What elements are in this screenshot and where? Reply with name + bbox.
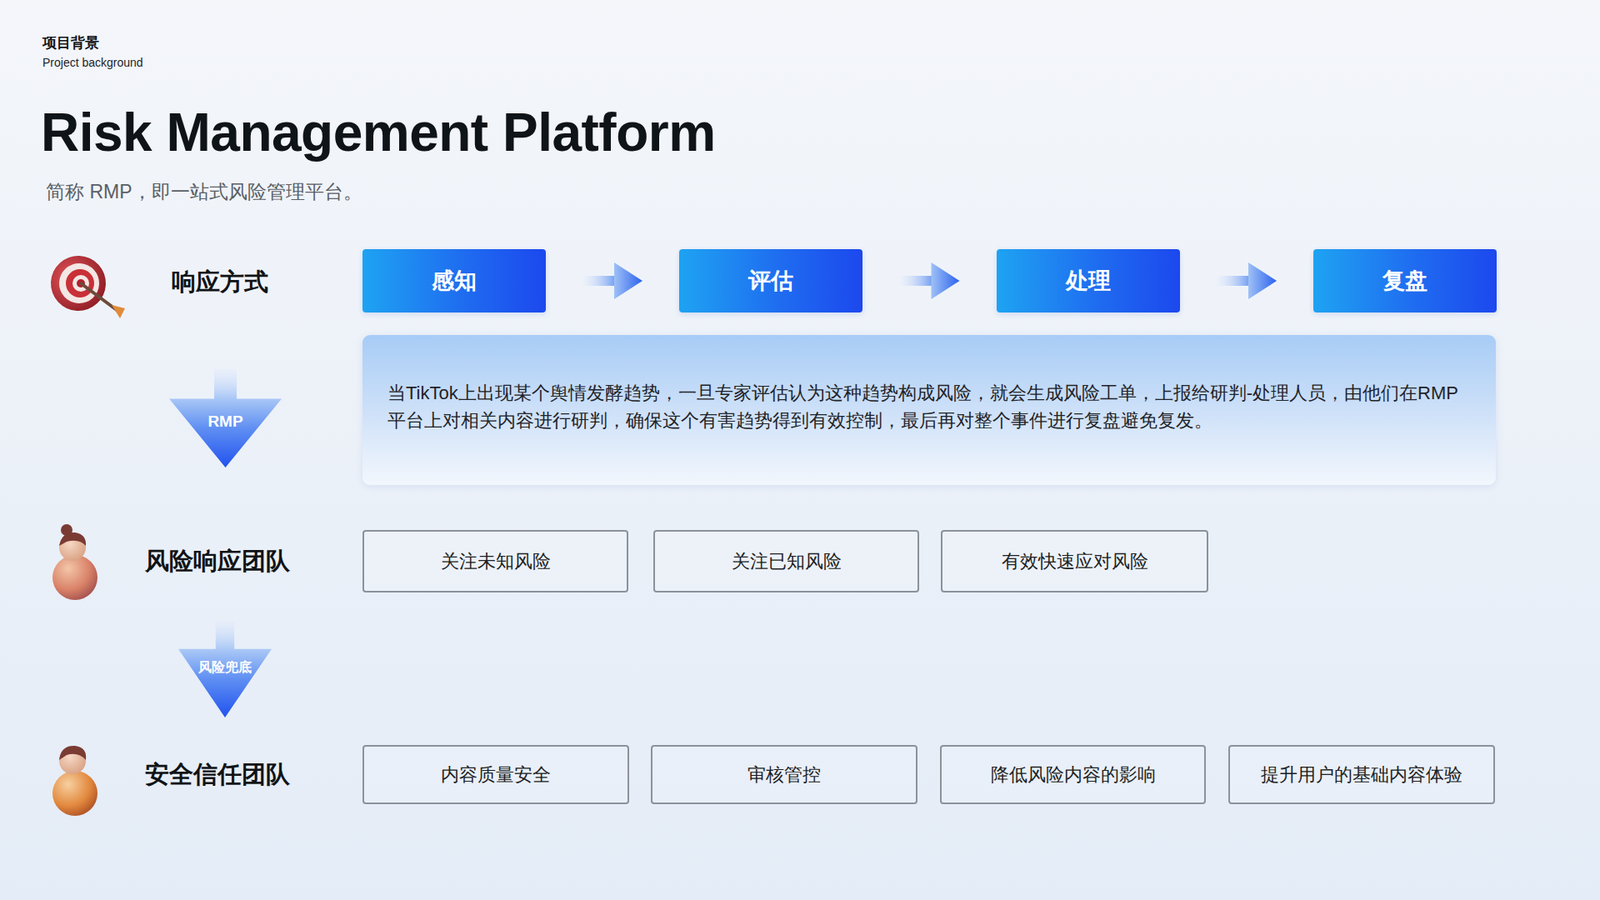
task-box: 有效快速应对风险 (940, 530, 1209, 593)
row-heading: 响应方式 (171, 266, 269, 297)
down-arrow-shape: 风险兜底 (178, 620, 272, 718)
row-heading: 安全信任团队 (145, 759, 290, 790)
person-icon (52, 745, 98, 816)
row-heading: 风险响应团队 (145, 545, 290, 576)
person-icon (52, 524, 98, 600)
arrow-head (1248, 262, 1277, 300)
box-label: 感知 (431, 265, 477, 296)
task-box: 降低风险内容的影响 (940, 745, 1206, 805)
flow-arrow (1216, 262, 1277, 300)
arrow-shaft (900, 275, 934, 286)
task-box: 提升用户的基础内容体验 (1228, 745, 1495, 805)
box-label: 审核管控 (747, 762, 821, 788)
box-label: 降低风险内容的影响 (990, 762, 1156, 788)
arrow-label: 风险兜底 (198, 659, 252, 718)
box-label: 关注未知风险 (440, 549, 551, 575)
box-label: 提升用户的基础内容体验 (1260, 762, 1463, 788)
step-box: 评估 (679, 249, 863, 313)
arrow-label: RMP (207, 412, 243, 468)
task-box: 关注未知风险 (362, 530, 629, 593)
target-icon (43, 248, 125, 320)
down-arrow-fill (169, 369, 282, 468)
down-arrow-fill (178, 620, 272, 718)
page-title: Risk Management Platform (40, 103, 716, 162)
step-box: 处理 (996, 249, 1180, 313)
box-label: 复盘 (1382, 265, 1428, 296)
box-label: 处理 (1065, 265, 1111, 296)
arrow-head (614, 262, 643, 300)
section-tag: 项目背景 (42, 34, 100, 53)
task-box: 内容质量安全 (362, 745, 630, 805)
arrow-shaft (582, 275, 616, 286)
arrow-head (931, 262, 960, 300)
task-box: 关注已知风险 (653, 530, 920, 593)
box-label: 评估 (748, 265, 794, 296)
description-text: 当TikTok上出现某个舆情发酵趋势，一旦专家评估认为这种趋势构成风险，就会生成… (387, 379, 1471, 435)
down-arrow-shape: RMP (169, 369, 282, 468)
description-panel: 当TikTok上出现某个舆情发酵趋势，一旦专家评估认为这种趋势构成风险，就会生成… (362, 335, 1496, 485)
box-label: 有效快速应对风险 (1001, 549, 1149, 575)
section-tag-en: Project background (42, 55, 144, 70)
step-box: 复盘 (1313, 249, 1497, 313)
task-box: 审核管控 (650, 745, 918, 805)
arrow-shaft (1216, 275, 1250, 286)
box-label: 内容质量安全 (440, 762, 551, 788)
step-box: 感知 (362, 249, 546, 313)
page-caption: 简称 RMP，即一站式风险管理平台。 (45, 180, 363, 204)
box-label: 关注已知风险 (731, 549, 842, 575)
flow-arrow (900, 262, 960, 300)
flow-arrow (582, 262, 643, 300)
